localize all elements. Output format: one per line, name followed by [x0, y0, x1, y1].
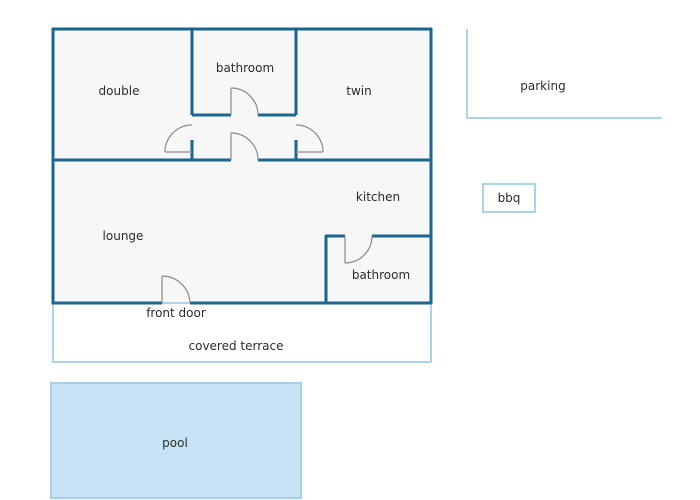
front-door	[161, 275, 191, 304]
walls	[51, 27, 433, 305]
label-front-door: front door	[146, 306, 206, 320]
label-kitchen: kitchen	[356, 190, 400, 204]
bathroom-top-door	[230, 87, 259, 116]
pool-area	[50, 382, 302, 499]
doors	[161, 87, 373, 304]
parking-outline	[466, 29, 662, 119]
label-double: double	[99, 84, 140, 98]
label-pool: pool	[162, 436, 188, 450]
label-bbq: bbq	[498, 191, 521, 205]
twin-bedroom-door	[295, 124, 324, 153]
label-lounge: lounge	[103, 229, 144, 243]
covered-terrace-area	[52, 302, 432, 363]
bbq-box	[482, 183, 536, 213]
label-parking: parking	[520, 79, 565, 93]
double-bedroom-door	[164, 124, 193, 153]
house-floor	[53, 29, 431, 303]
label-twin: twin	[346, 84, 371, 98]
label-covered-terrace: covered terrace	[189, 339, 284, 353]
label-bathroom-bottom: bathroom	[352, 268, 410, 282]
bathroom-bottom-door	[344, 235, 373, 264]
label-bathroom-top: bathroom	[216, 61, 274, 75]
corridor-door	[230, 132, 259, 161]
